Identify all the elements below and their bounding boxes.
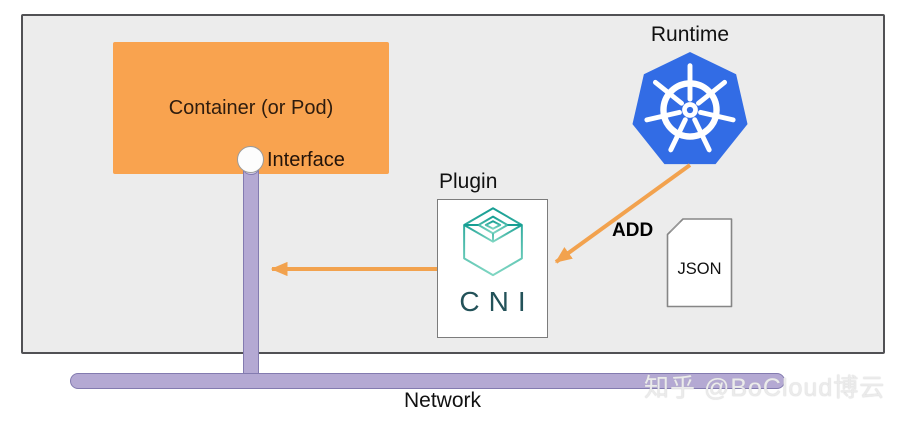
network-bar <box>70 373 785 389</box>
cni-logo-icon <box>462 207 523 277</box>
plugin-box: CNI <box>437 199 548 338</box>
container-label: Container (or Pod) <box>168 96 334 119</box>
json-file-icon <box>666 218 733 308</box>
plugin-label: Plugin <box>439 170 498 193</box>
interface-port-icon <box>237 146 264 173</box>
kubernetes-logo-icon <box>632 51 748 165</box>
runtime-label: Runtime <box>650 23 730 46</box>
kubernetes-helm-wheel <box>644 63 736 153</box>
cni-logo-text: CNI <box>459 286 535 317</box>
json-file-label: JSON <box>677 260 722 278</box>
interface-label: Interface <box>267 149 345 171</box>
add-action-label: ADD <box>612 220 654 241</box>
network-label: Network <box>403 389 482 412</box>
interface-tube <box>243 160 259 384</box>
watermark-text: 知乎 @BoCloud博云 <box>644 374 886 402</box>
